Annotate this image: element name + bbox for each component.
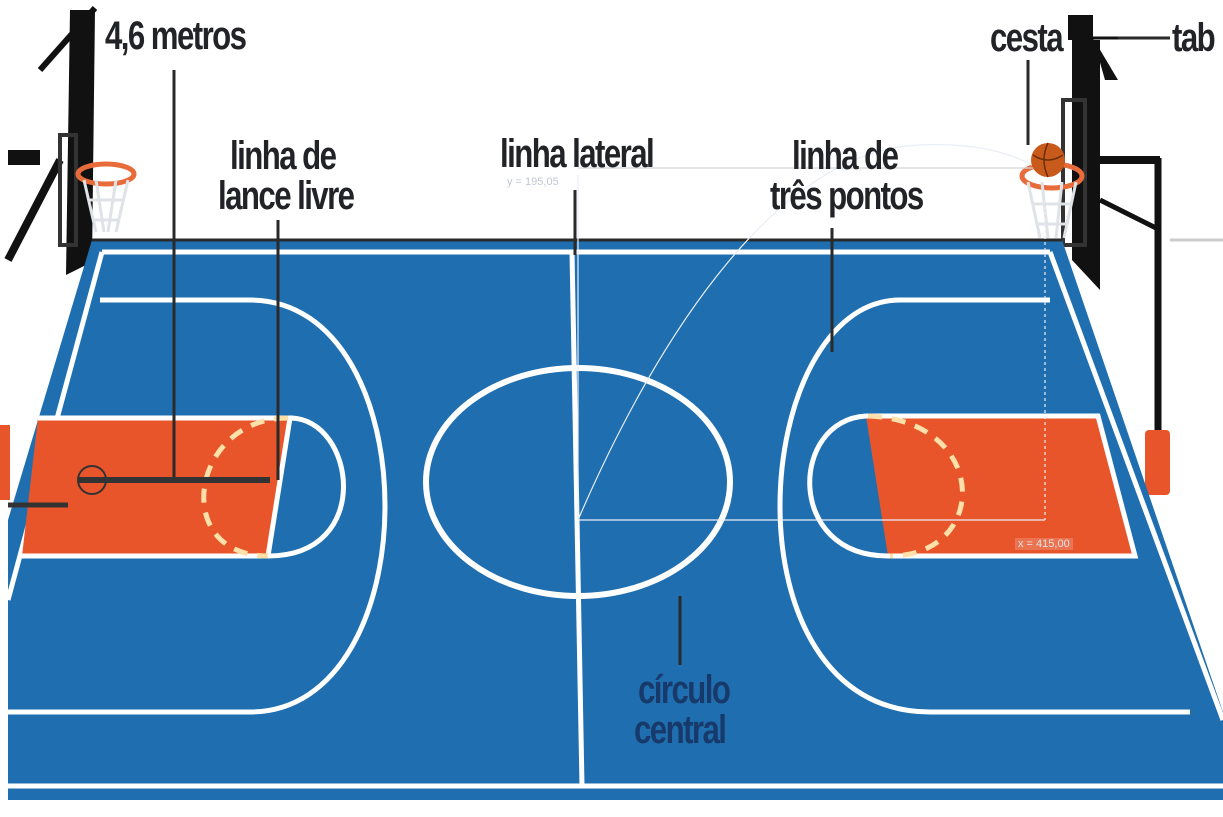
backboard-label: tab <box>1172 20 1214 56</box>
distance-label: 4,6 metros <box>105 18 245 54</box>
y-readout: y = 195,05 <box>507 176 559 188</box>
three-point-line-label-2: três pontos <box>770 178 923 214</box>
free-throw-line-label-1: linha de <box>230 138 335 174</box>
three-point-line-label-1: linha de <box>792 138 897 174</box>
right-paint <box>866 416 1135 556</box>
center-circle-label-2: central <box>634 712 725 748</box>
basket-label: cesta <box>990 20 1062 56</box>
sideline-label: linha lateral <box>500 136 653 172</box>
x-readout: x = 415,00 <box>1015 538 1073 550</box>
left-paint <box>22 418 290 556</box>
center-circle-label-1: círculo <box>638 672 729 708</box>
free-throw-line-label-2: lance livre <box>218 178 353 214</box>
